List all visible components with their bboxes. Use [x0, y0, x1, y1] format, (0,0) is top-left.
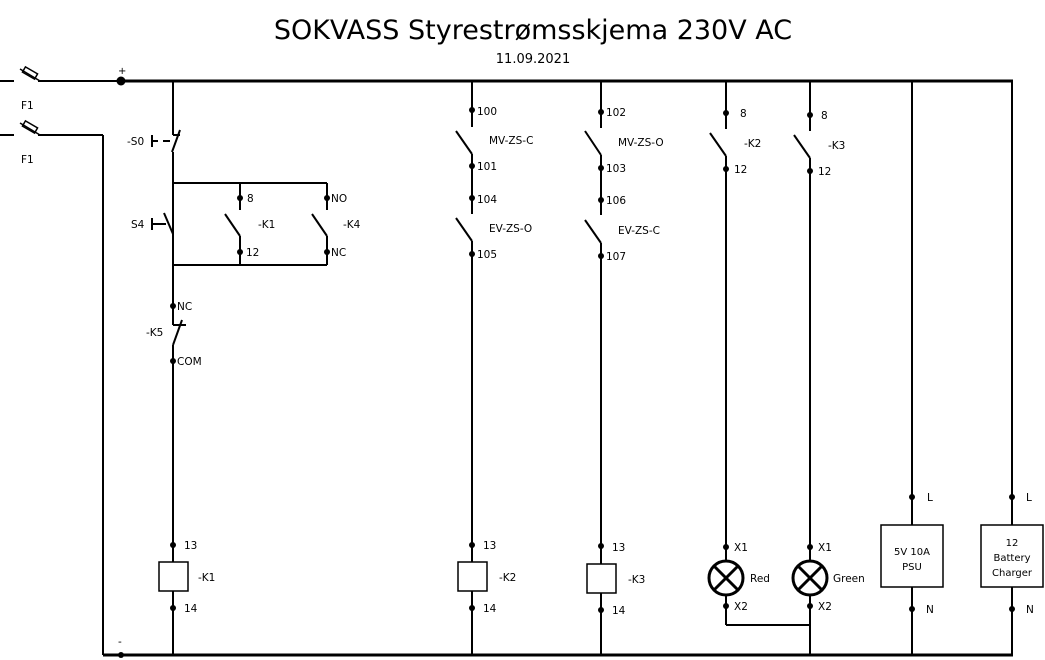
red-contact-bottom: 12 [734, 164, 747, 176]
charger-box [980, 524, 1044, 588]
k2-terminal-105: 105 [477, 249, 497, 261]
k2-coil [457, 561, 488, 592]
k2-coil-label: -K2 [499, 572, 516, 584]
green-lamp-top: X1 [818, 542, 832, 554]
k1-contact-label: -K1 [258, 219, 275, 231]
k3-coil [586, 563, 617, 594]
green-contact-bottom: 12 [818, 166, 831, 178]
k1-coil-label: -K1 [198, 572, 215, 584]
k3-terminal-106: 106 [606, 195, 626, 207]
k3-coil-top: 13 [612, 542, 625, 554]
red-lamp-bottom: X2 [734, 601, 748, 613]
k3-coil-bottom: 14 [612, 605, 626, 617]
k1-coil-top: 13 [184, 540, 197, 552]
psu-line2: PSU [902, 562, 922, 573]
charger-line2: Battery [993, 553, 1030, 564]
k3-circuit [584, 81, 617, 655]
charger-circuit [980, 81, 1044, 655]
k1-coil-bottom: 14 [184, 603, 198, 615]
k5-contact-label: -K5 [146, 327, 163, 339]
k1-contact-bottom: 12 [246, 247, 259, 259]
k2-switch2-label: EV-ZS-O [489, 223, 532, 235]
negative-node [118, 652, 124, 658]
k2-coil-top: 13 [483, 540, 496, 552]
k3-terminal-107: 107 [606, 251, 626, 263]
diagram-title: SOKVASS Styrestrømsskjema 230V AC [274, 15, 792, 46]
k3-coil-label: -K3 [628, 574, 645, 586]
red-contact-top: 8 [740, 108, 747, 120]
k1-coil [158, 561, 189, 592]
green-lamp-circuit [791, 81, 829, 655]
green-contact-top: 8 [821, 110, 828, 122]
positive-label: + [118, 66, 126, 77]
psu-box [880, 524, 944, 588]
k2-terminal-100: 100 [477, 106, 497, 118]
psu-circuit [880, 81, 944, 655]
k1-circuit [151, 81, 330, 655]
diagram-date: 11.09.2021 [496, 52, 570, 67]
red-contact-label: -K2 [744, 138, 761, 150]
charger-line3: Charger [992, 568, 1033, 579]
charger-top: L [1026, 492, 1032, 504]
green-lamp-bottom: X2 [818, 601, 832, 613]
red-lamp-label: Red [750, 573, 770, 585]
psu-line1: 5V 10A [894, 547, 930, 558]
k2-circuit [455, 81, 488, 655]
red-lamp-circuit [707, 81, 810, 626]
k2-switch1-label: MV-ZS-C [489, 135, 533, 147]
k1-contact-top: 8 [247, 193, 254, 205]
k4-contact-bottom: NC [331, 247, 346, 259]
negative-label: - [118, 636, 122, 648]
s4-label: S4 [131, 219, 145, 231]
psu-top: L [927, 492, 933, 504]
green-contact-label: -K3 [828, 140, 845, 152]
fuse-top-label: F1 [21, 100, 34, 112]
fuse-top [0, 65, 120, 82]
k2-terminal-104: 104 [477, 194, 497, 206]
fuse-bottom-label: F1 [21, 154, 34, 166]
green-lamp-label: Green [833, 573, 865, 585]
s0-label: -S0 [127, 136, 144, 148]
k3-switch1-label: MV-ZS-O [618, 137, 664, 149]
k5-contact-bottom: COM [177, 356, 202, 368]
k4-contact-top: NO [331, 193, 347, 205]
k3-terminal-102: 102 [606, 107, 626, 119]
red-lamp-icon [707, 559, 745, 597]
k5-contact-top: NC [177, 301, 192, 313]
k3-switch2-label: EV-ZS-C [618, 225, 660, 237]
k3-terminal-103: 103 [606, 163, 626, 175]
green-lamp-icon [791, 559, 829, 597]
red-lamp-top: X1 [734, 542, 748, 554]
charger-line1: 12 [1006, 538, 1019, 549]
fuse-bottom [0, 119, 104, 655]
k4-contact-label: -K4 [343, 219, 361, 231]
charger-bottom: N [1026, 604, 1034, 616]
psu-bottom: N [926, 604, 934, 616]
k2-terminal-101: 101 [477, 161, 497, 173]
k2-coil-bottom: 14 [483, 603, 497, 615]
